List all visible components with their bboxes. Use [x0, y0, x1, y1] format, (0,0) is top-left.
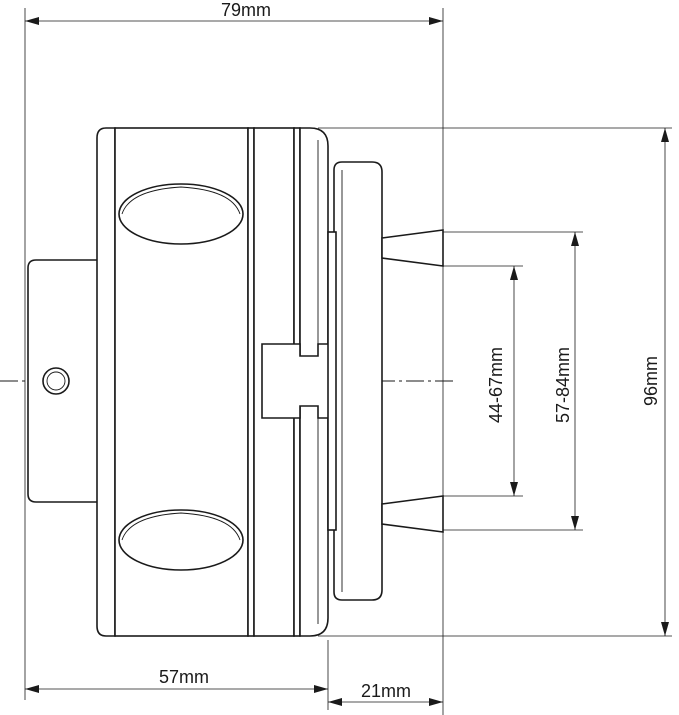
label-range-small: 44-67mm — [486, 347, 506, 423]
label-range-large: 57-84mm — [553, 347, 573, 423]
dimension-flange-width: 21mm — [328, 681, 443, 706]
flange-plate — [327, 161, 383, 601]
label-flange-width: 21mm — [361, 681, 411, 701]
extension-lines — [24, 8, 672, 715]
shaft — [27, 259, 99, 503]
window-bottom — [118, 509, 244, 571]
jaw-taper — [381, 229, 444, 533]
label-body-width: 57mm — [159, 667, 209, 687]
dimension-range-large: 57-84mm — [553, 232, 579, 530]
dimension-range-small: 44-67mm — [486, 266, 518, 496]
dimension-height: 96mm — [641, 128, 669, 636]
dimension-body-width: 57mm — [25, 667, 328, 693]
label-overall-width: 79mm — [221, 0, 271, 20]
dimension-overall-width: 79mm — [25, 0, 443, 25]
coupling-body — [96, 127, 335, 637]
set-screw-hole-icon — [42, 367, 70, 395]
label-height: 96mm — [641, 356, 661, 406]
window-top — [118, 183, 244, 245]
